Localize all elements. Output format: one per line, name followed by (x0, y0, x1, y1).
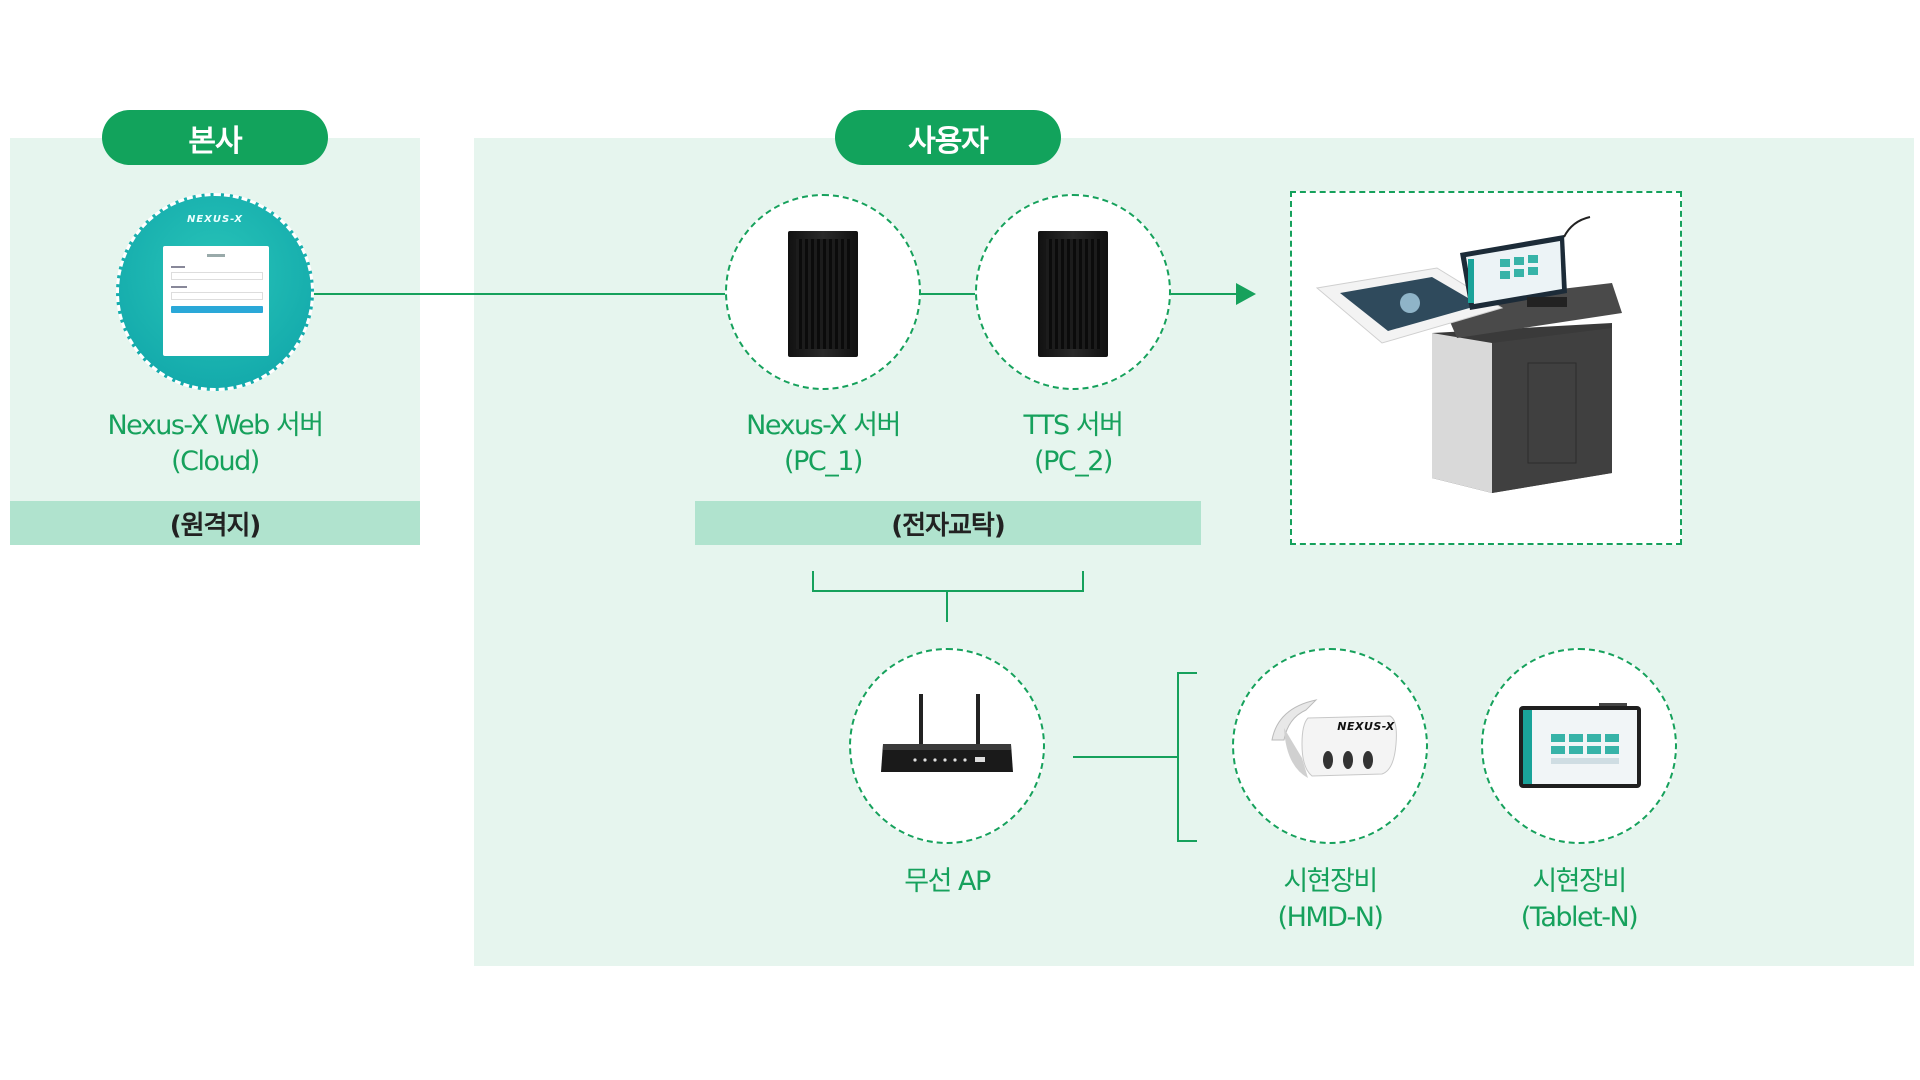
tts-server-node (975, 194, 1171, 390)
web-server-label: Nexus-X Web 서버 (Cloud) (55, 408, 375, 480)
bracket-lectern-right (1082, 571, 1084, 592)
wireless-ap-name: 무선 AP (904, 866, 991, 897)
web-server-node: NEXUS-X (116, 193, 314, 391)
tower-pc-icon (1038, 231, 1108, 357)
wireless-ap-node (849, 648, 1045, 844)
tts-server-label: TTS 서버 (PC_2) (913, 408, 1233, 480)
bracket-lectern-bottom (812, 590, 1084, 592)
nexus-server-name: Nexus-X 서버 (746, 410, 901, 441)
nexus-server-label: Nexus-X 서버 (PC_1) (663, 408, 983, 480)
tablet-icon (1519, 703, 1641, 788)
lectern-kiosk-icon (1315, 216, 1622, 493)
hmd-node: NEXUS-X (1232, 648, 1428, 844)
tablet-sub: (Tablet-N) (1520, 902, 1639, 933)
nexus-server-node (725, 194, 921, 390)
connector-pc1-to-pc2 (921, 293, 975, 295)
hmd-logo: NEXUS-X (1337, 720, 1395, 733)
connector-pc2-to-lectern (1171, 293, 1240, 295)
nexus-x-logo: NEXUS-X (186, 214, 244, 225)
tts-server-name: TTS 서버 (1023, 410, 1124, 441)
tower-pc-icon (788, 231, 858, 357)
hmd-name: 시현장비 (1283, 866, 1378, 897)
tablet-label: 시현장비 (Tablet-N) (1419, 864, 1739, 936)
bracket-devices-top (1177, 672, 1197, 674)
lectern-band: (전자교탁) (695, 501, 1201, 545)
cloud-login-screen-icon (163, 246, 269, 356)
nexus-server-sub: (PC_1) (784, 446, 863, 477)
user-zone-title: 사용자 (835, 110, 1061, 165)
web-server-sub: (Cloud) (171, 446, 260, 477)
connector-web-to-pc1 (313, 293, 725, 295)
hmd-sub: (HMD-N) (1277, 902, 1384, 933)
wifi-router-icon (881, 694, 1013, 772)
tablet-node (1481, 648, 1677, 844)
vr-headset-icon (1271, 699, 1397, 778)
hq-zone-title: 본사 (102, 110, 328, 165)
bracket-lectern-stem (946, 590, 948, 622)
tablet-name: 시현장비 (1532, 866, 1627, 897)
wireless-ap-label: 무선 AP (787, 864, 1107, 900)
hq-location-band: (원격지) (10, 501, 420, 545)
hmd-label: 시현장비 (HMD-N) (1170, 864, 1490, 936)
bracket-devices-bottom (1177, 840, 1197, 842)
connector-ap-to-devices (1073, 756, 1177, 758)
bracket-devices-spine (1177, 672, 1179, 842)
tts-server-sub: (PC_2) (1034, 446, 1113, 477)
bracket-lectern-left (812, 571, 814, 592)
lectern-device-box (1290, 191, 1682, 545)
web-server-name: Nexus-X Web 서버 (107, 410, 324, 441)
